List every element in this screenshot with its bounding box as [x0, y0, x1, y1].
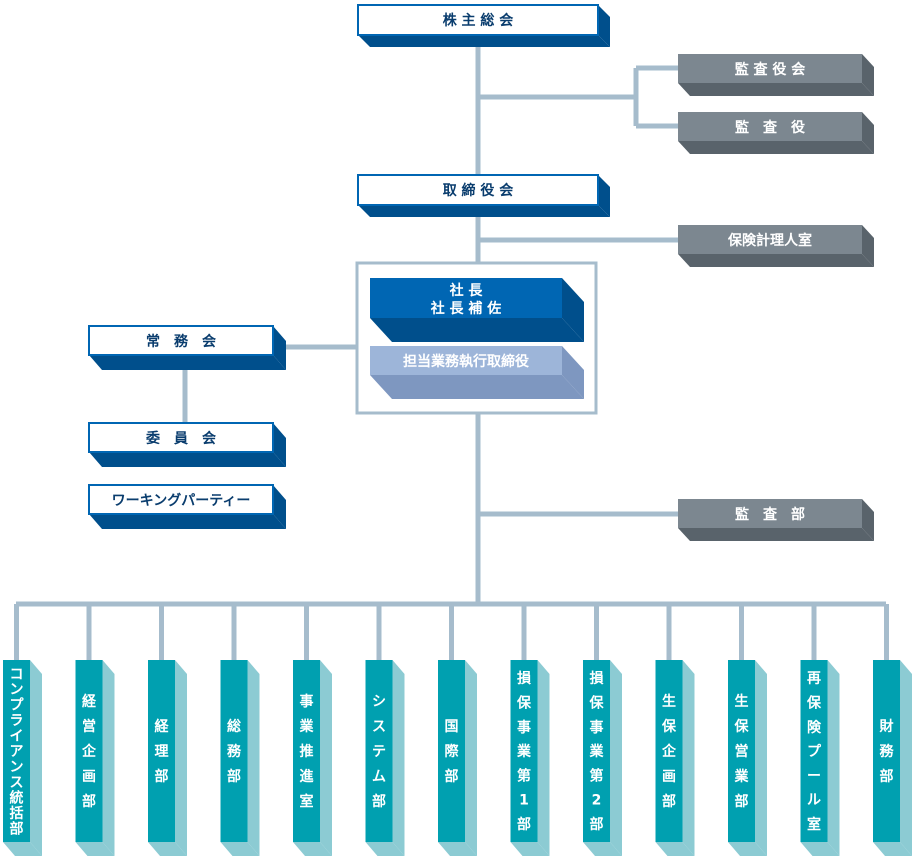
actuary-office-box: 保険計理人室	[678, 225, 874, 267]
department-label: 経理部	[155, 718, 170, 785]
department-label: 総務部	[227, 718, 242, 785]
department-label: 財務部	[879, 718, 895, 785]
department-box: 生保企画部	[655, 660, 695, 856]
department-box: 経営企画部	[75, 660, 115, 856]
auditor-box: 監 査 役	[678, 112, 874, 154]
department-label: 国際部	[445, 719, 460, 785]
department-label: 事業推進室	[299, 693, 315, 810]
executive-officer-box: 担当業務執行取締役	[370, 346, 584, 399]
committee-box: 委 員 会	[88, 422, 286, 467]
shareholders-meeting-box: 株 主 総 会	[357, 4, 610, 47]
committee-label: 委 員 会	[145, 430, 217, 447]
executive-officer-label: 担当業務執行取締役	[403, 353, 530, 370]
board-of-directors-box: 取 締 役 会	[357, 174, 610, 217]
president-assistant-label: 社 長 補 佐	[430, 300, 502, 317]
department-label: 経営企画部	[81, 693, 97, 810]
department-box: 総務部	[220, 660, 260, 856]
audit-department-box: 監 査 部	[678, 499, 874, 541]
auditor-board-box: 監 査 役 会	[678, 54, 874, 96]
department-box: 生保営業部	[728, 660, 767, 856]
department-box: システム部	[365, 660, 405, 856]
department-label: 生保営業部	[734, 693, 750, 810]
department-box: 経理部	[148, 660, 187, 856]
audit-department-label: 監 査 部	[735, 506, 805, 523]
working-party-label: ワーキングパーティー	[112, 492, 251, 509]
shareholders-meeting-label: 株 主 総 会	[443, 12, 515, 29]
department-label: 再保険プール室	[806, 671, 822, 833]
department-label: システム部	[372, 694, 386, 810]
department-connectors	[14, 604, 889, 660]
president-box: 社 長 社 長 補 佐	[370, 278, 584, 342]
department-box: コンプライアンス統括部	[3, 660, 42, 856]
department-label: 生保企画部	[661, 693, 677, 810]
department-box: 事業推進室	[293, 660, 332, 856]
auditor-label: 監 査 役	[735, 119, 806, 136]
department-box: 国際部	[438, 660, 477, 856]
managing-committee-label: 常 務 会	[146, 333, 217, 350]
department-box: 財務部	[873, 660, 912, 856]
auditor-board-label: 監 査 役 会	[735, 61, 807, 78]
department-label: コンプライアンス統括部	[10, 667, 25, 838]
president-label: 社 長	[449, 282, 484, 299]
department-row: コンプライアンス統括部 経営企画部 経理部 総務部 事業推進室 システム部 国際部 損保事業第…	[3, 660, 912, 856]
department-box: 再保険プール室	[800, 660, 840, 856]
managing-committee-box: 常 務 会	[88, 325, 286, 370]
board-of-directors-label: 取 締 役 会	[443, 182, 515, 199]
working-party-box: ワーキングパーティー	[88, 484, 286, 529]
actuary-office-label: 保険計理人室	[727, 232, 812, 249]
